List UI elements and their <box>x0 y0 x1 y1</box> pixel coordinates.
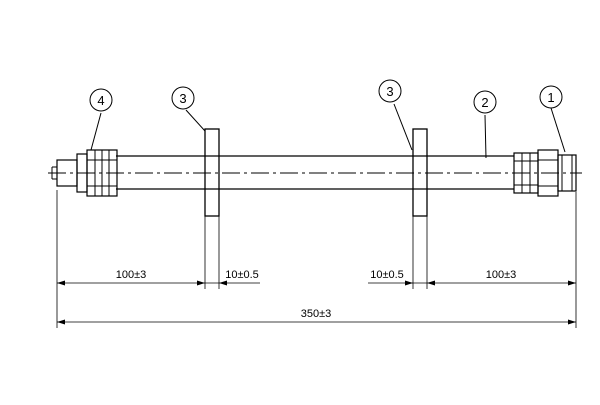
callout-3-left: 3 <box>171 86 195 110</box>
callout-4-label: 4 <box>97 93 104 108</box>
hose-body <box>116 155 514 190</box>
callout-2: 2 <box>473 90 497 114</box>
dim-left-offset-text: 100±3 <box>116 269 147 281</box>
dim-right-clip-text: 10±0.5 <box>370 269 404 281</box>
callout-3-right-label: 3 <box>386 84 393 99</box>
dim-right-offset-text: 100±3 <box>486 269 517 281</box>
callout-3-right: 3 <box>378 79 402 103</box>
callout-3-left-label: 3 <box>179 91 186 106</box>
callout-4: 4 <box>89 88 113 112</box>
left-fitting <box>51 149 118 197</box>
callout-1: 1 <box>539 85 563 109</box>
dim-overall-text: 350±3 <box>301 308 332 320</box>
right-fitting <box>513 149 577 197</box>
extension-lines <box>56 190 577 328</box>
leader-lines <box>90 103 566 159</box>
left-clip <box>204 128 220 217</box>
dim-overall: 350±3 <box>57 308 576 325</box>
callout-1-label: 1 <box>547 90 554 105</box>
right-clip <box>412 128 428 217</box>
dim-right-offset: 100±3 <box>427 269 576 286</box>
callout-2-label: 2 <box>481 95 488 110</box>
dim-right-clip: 10±0.5 <box>368 269 427 286</box>
dim-left-clip: 10±0.5 <box>205 269 260 286</box>
dim-left-offset: 100±3 <box>57 269 205 286</box>
dim-left-clip-text: 10±0.5 <box>225 269 259 281</box>
